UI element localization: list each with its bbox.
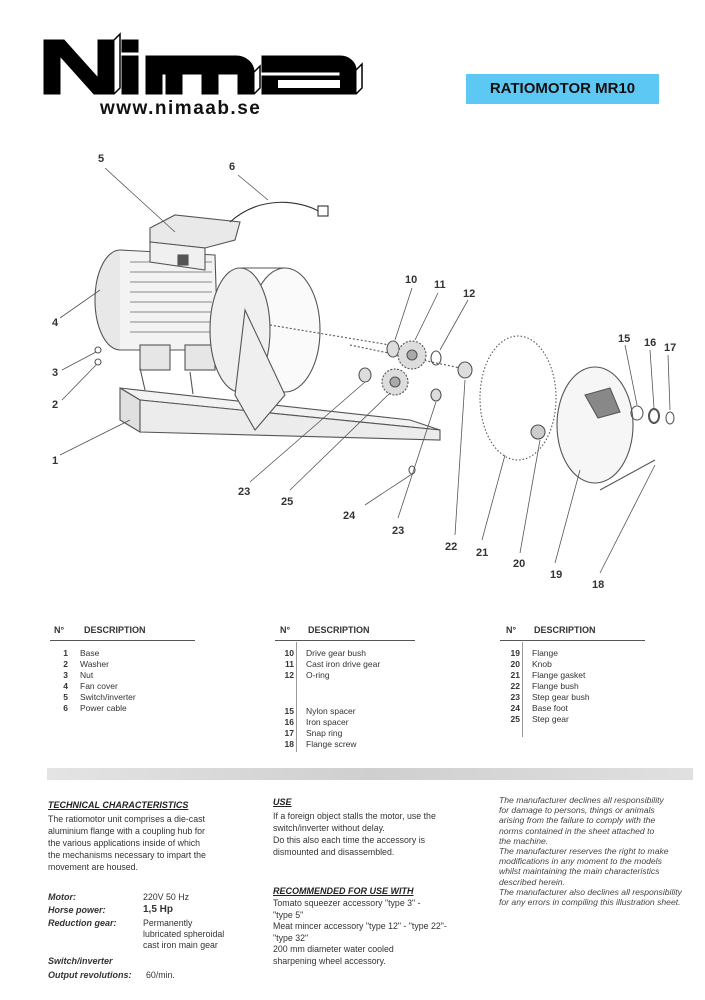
callout-20: 20 xyxy=(513,558,525,570)
callout-24: 24 xyxy=(343,510,356,522)
callout-17: 17 xyxy=(664,342,676,354)
table-header-no: N° xyxy=(506,625,517,635)
use-line: If a foreign object stalls the motor, us… xyxy=(273,811,436,821)
recommended-line: Meat mincer accessory "type 12" - "type … xyxy=(273,921,447,931)
spec-label: Switch/inverter xyxy=(48,956,113,966)
recommended-section: RECOMMENDED FOR USE WITH Tomato squeezer… xyxy=(273,886,498,967)
callout-10: 10 xyxy=(405,274,417,286)
spec-label: Motor: xyxy=(48,892,76,902)
recommended-line: "type 5" xyxy=(273,909,304,920)
callout-2: 2 xyxy=(52,399,58,411)
recommended-line: "type 32" xyxy=(273,932,309,943)
table-header-no: N° xyxy=(54,625,65,635)
technical-line: movement are housed. xyxy=(48,862,138,872)
callout-15: 15 xyxy=(618,333,630,345)
disclaimer-line: for damage to persons, things or animals xyxy=(499,805,655,816)
use-title: USE xyxy=(273,797,292,807)
technical-title: TECHNICAL CHARACTERISTICS xyxy=(48,800,189,810)
disclaimer-line: The manufacturer reserves the right to m… xyxy=(499,846,669,857)
callout-18: 18 xyxy=(592,579,604,591)
disclaimer-line: described herein. xyxy=(499,876,565,887)
callout-11: 11 xyxy=(434,279,446,291)
callout-1: 1 xyxy=(52,455,58,467)
spec-label: Output revolutions: xyxy=(48,970,132,980)
nima-logo xyxy=(43,32,363,95)
callout-12: 12 xyxy=(463,288,475,300)
disclaimer-line: for any errors in compiling this illustr… xyxy=(499,897,681,908)
callout-16: 16 xyxy=(644,337,656,349)
spec-value: 220V 50 Hz xyxy=(143,892,189,902)
recommended-line: 200 mm diameter water cooled xyxy=(273,944,394,954)
use-section: USE If a foreign object stalls the motor… xyxy=(273,797,498,858)
model-label: RATIOMOTOR MR10 xyxy=(466,74,659,104)
spec-list: Motor: 220V 50 Hz Horse power: 1,5 Hp Re… xyxy=(48,892,263,987)
table-header-desc: DESCRIPTION xyxy=(308,625,370,635)
use-line: dismounted and disassembled. xyxy=(273,847,395,857)
disclaimer-line: The manufacturer declines all responsibi… xyxy=(499,795,664,805)
disclaimer-line: The manufacturer also declines all respo… xyxy=(499,886,682,897)
callout-23a: 23 xyxy=(238,486,250,498)
table-header-desc: DESCRIPTION xyxy=(534,625,596,635)
spec-value: 60/min. xyxy=(146,970,175,980)
technical-line: the various applications inside of which xyxy=(48,838,201,848)
table-header-desc: DESCRIPTION xyxy=(84,625,146,635)
disclaimer-section: The manufacturer declines all responsibi… xyxy=(499,795,702,907)
spec-value: lubricated spheroidal xyxy=(143,929,225,939)
technical-section: TECHNICAL CHARACTERISTICS The ratiomotor… xyxy=(48,800,263,873)
disclaimer-line: arising from the failure to comply with … xyxy=(499,815,656,826)
spec-label: Horse power: xyxy=(48,905,106,915)
recommended-title: RECOMMENDED FOR USE WITH xyxy=(273,886,414,896)
technical-line: The ratiomotor unit comprises a die-cast xyxy=(48,814,205,824)
section-divider xyxy=(47,768,693,780)
callout-3: 3 xyxy=(52,367,58,379)
disclaimer-line: the machine. xyxy=(499,835,549,846)
callout-23b: 23 xyxy=(392,525,404,537)
disclaimer-line: norms contained in the sheet attached to xyxy=(499,825,655,836)
recommended-line: sharpening wheel accessory. xyxy=(273,955,386,966)
callout-25: 25 xyxy=(281,496,293,508)
spec-label: Reduction gear: xyxy=(48,918,117,928)
recommended-line: Tomato squeezer accessory "type 3" - xyxy=(273,898,421,908)
callout-6: 6 xyxy=(229,161,235,173)
use-line: Do this also each time the accessory is xyxy=(273,835,426,845)
website-url: www.nimaab.se xyxy=(100,98,262,119)
disclaimer-line: whilst maintaining the main characterist… xyxy=(499,866,660,877)
callout-4: 4 xyxy=(52,317,59,329)
callout-19: 19 xyxy=(550,569,562,581)
spec-value: 1,5 Hp xyxy=(143,904,174,915)
technical-line: the mechanisms necessary to impart the xyxy=(48,850,206,860)
callout-5: 5 xyxy=(98,153,104,165)
callout-22: 22 xyxy=(445,541,457,553)
spec-value: cast iron main gear xyxy=(143,940,218,950)
callout-21: 21 xyxy=(476,547,488,559)
use-line: switch/inverter without delay. xyxy=(273,823,385,833)
spec-value: Permanently xyxy=(143,918,193,928)
disclaimer-line: modifications in any moment to the model… xyxy=(499,856,662,867)
table-header-no: N° xyxy=(280,625,291,635)
technical-line: aluminium flange with a coupling hub for xyxy=(48,826,205,836)
exploded-diagram: 1 2 3 4 5 6 10 11 12 15 16 17 18 19 20 2… xyxy=(52,153,676,591)
